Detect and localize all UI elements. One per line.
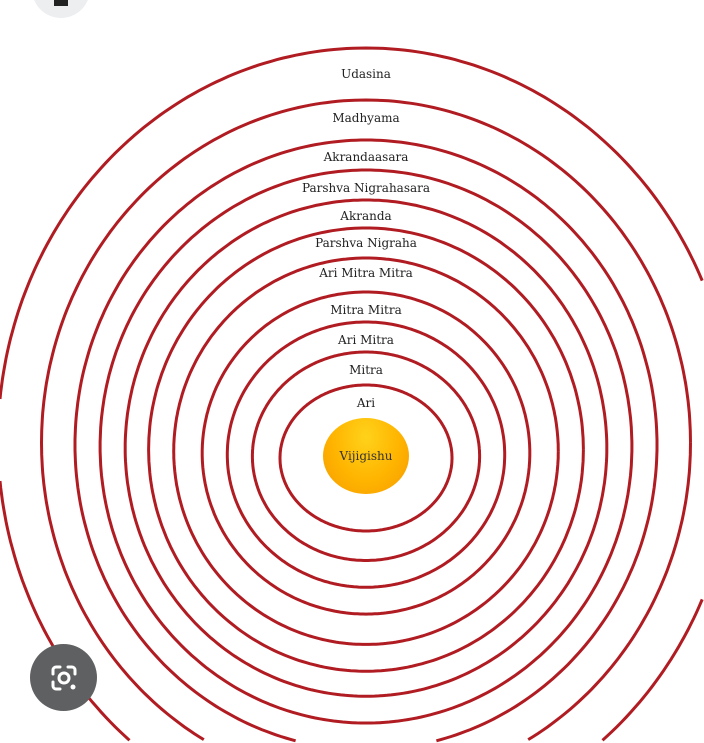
ring-label: Udasina [341, 67, 391, 81]
ring-parshva-nigraha [147, 226, 585, 673]
vijigishu-center: Vijigishu [323, 418, 409, 494]
ring-label: Parshva Nigraha [315, 236, 417, 250]
ring-label: Mitra Mitra [330, 303, 402, 317]
ring-udasina [0, 46, 704, 742]
ring-akrandaasara [73, 138, 659, 743]
ring-akranda [123, 198, 609, 698]
ring-parshva-nigrahasara [98, 168, 634, 725]
ring-label: Akrandaasara [323, 150, 409, 164]
ring-label: Ari Mitra [338, 333, 394, 347]
ring-label: Mitra [349, 363, 383, 377]
lens-search-button[interactable] [30, 644, 97, 711]
ring-label: Madhyama [332, 111, 400, 125]
top-left-button-icon [54, 0, 68, 6]
ring-ari-mitra-mitra [172, 256, 560, 646]
ring-mitra-mitra [200, 290, 532, 616]
ring-madhyama [39, 98, 692, 741]
ring-label: Akranda [340, 209, 392, 223]
center-label: Vijigishu [339, 449, 393, 463]
ring-ari [278, 383, 454, 533]
top-left-button[interactable] [32, 0, 90, 18]
ring-ari-mitra [225, 320, 507, 589]
ring-label: Parshva Nigrahasara [301, 181, 431, 195]
google-lens-icon [51, 665, 76, 690]
ring-mitra [250, 350, 482, 562]
ring-label: Ari Mitra Mitra [319, 266, 413, 280]
ring-label: Ari [356, 396, 376, 410]
